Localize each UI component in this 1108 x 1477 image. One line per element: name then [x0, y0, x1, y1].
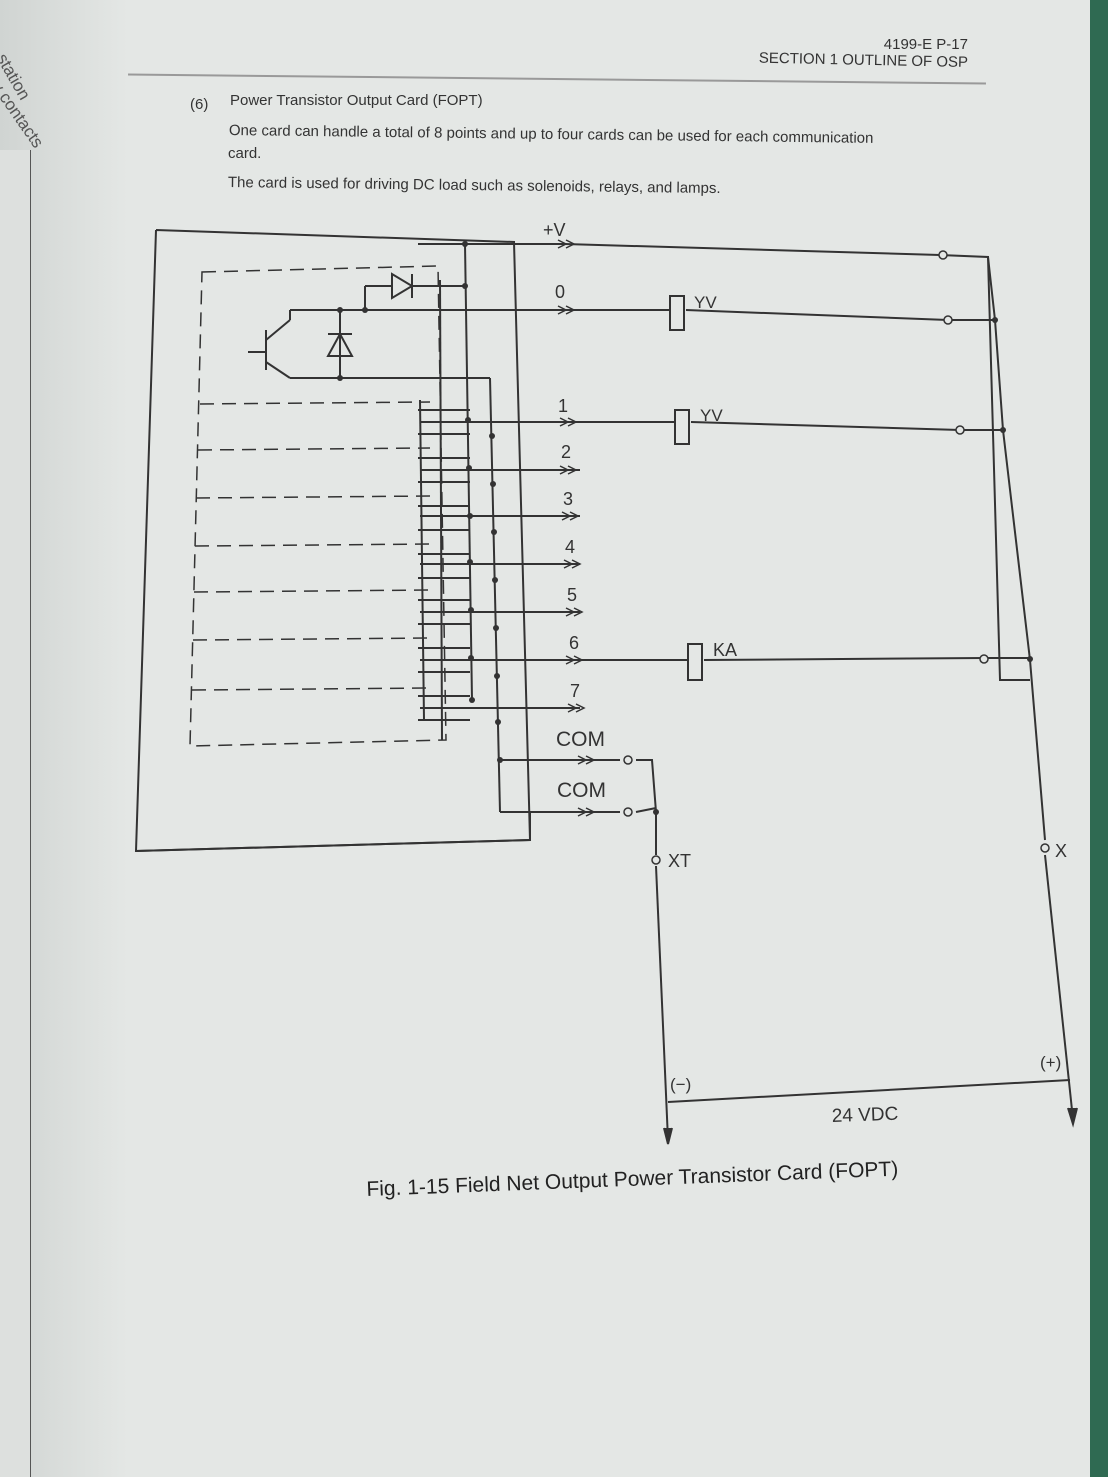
diode-symbol	[326, 310, 354, 378]
supply-bar	[667, 1079, 1071, 1103]
terminal-2-label: 2	[561, 442, 571, 462]
previous-page-edge	[0, 150, 31, 1477]
channel-6-wire	[580, 657, 1030, 661]
terminal-0-label: 0	[555, 282, 565, 302]
com-label-1: COM	[556, 728, 605, 751]
channel-0-wire	[580, 309, 995, 321]
internal-com-bus	[489, 377, 501, 813]
ka-load	[687, 643, 703, 681]
terminal-4-label: 4	[565, 537, 575, 557]
negative-wire	[655, 865, 669, 1141]
xt-label: XT	[668, 851, 691, 871]
diode-symbol-top	[364, 272, 465, 310]
load-label-yv-0: YV	[694, 293, 717, 312]
channel-1-wire	[580, 421, 1003, 431]
load-label-yv-1: YV	[700, 406, 723, 425]
x-label: X	[1055, 841, 1067, 861]
com-label-2: COM	[557, 779, 606, 802]
load-label-ka: KA	[713, 640, 737, 660]
yv-load-0	[669, 295, 685, 331]
section-number: (6)	[190, 96, 209, 113]
plus-v-label: +V	[543, 220, 566, 240]
connector-chevrons	[557, 239, 596, 817]
plus-v-rail	[418, 243, 1030, 681]
terminal-6-label: 6	[569, 633, 579, 653]
negative-label: (−)	[670, 1075, 691, 1094]
paragraph-1-line-2: card.	[228, 145, 262, 162]
channel-lines	[191, 279, 580, 813]
page-id: 4199-E P-17	[883, 36, 968, 53]
transistor-symbol	[248, 309, 580, 379]
junction-dots	[337, 241, 1033, 815]
terminal-3-label: 3	[563, 489, 573, 509]
supply-voltage-label: 24 VDC	[831, 1104, 898, 1127]
terminals	[623, 250, 1050, 865]
terminal-5-label: 5	[567, 585, 577, 605]
com-1-wire	[580, 759, 657, 855]
positive-label: (+)	[1040, 1053, 1061, 1072]
output-module-dashed-box	[189, 265, 447, 747]
terminal-7-label: 7	[570, 681, 580, 701]
section-title: Power Transistor Output Card (FOPT)	[230, 92, 483, 109]
yv-load-1	[674, 409, 690, 445]
terminal-1-label: 1	[558, 396, 568, 416]
